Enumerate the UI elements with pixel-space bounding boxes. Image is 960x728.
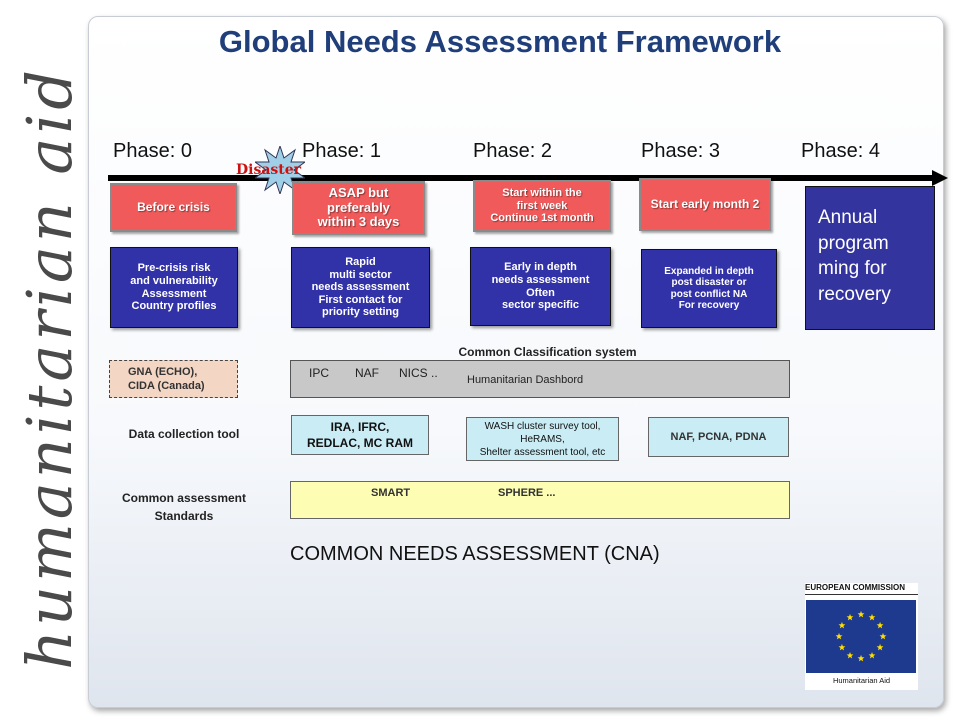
eu-star-icon (876, 621, 884, 629)
phase-2-label: Phase: 2 (473, 140, 552, 162)
timing-text-phase-2: Start within the first week Continue 1st… (490, 187, 594, 225)
phase-3-label: Phase: 3 (641, 140, 720, 162)
timing-box-phase-0: Before crisis (110, 183, 237, 232)
eu-star-icon (846, 613, 854, 621)
data-collection-tool-2: WASH cluster survey tool, HeRAMS, Shelte… (466, 417, 619, 461)
eu-star-icon (857, 610, 865, 618)
eu-star-icon (868, 651, 876, 659)
standards-bar: SMART SPHERE ... (290, 481, 790, 519)
classification-bar: IPC NAF NICS .. Humanitarian Dashbord (290, 360, 790, 398)
eu-flag-icon (806, 600, 916, 673)
eu-star-icon (876, 643, 884, 651)
timing-box-phase-3: Start early month 2 (639, 178, 771, 231)
data-collection-label: Data collection tool (128, 427, 240, 441)
classification-item-ipc: IPC (309, 366, 330, 380)
phase-0-label: Phase: 0 (113, 140, 192, 162)
cna-heading: COMMON NEEDS ASSESSMENT (CNA) (290, 543, 660, 565)
standards-label: Common assessment Standards (121, 491, 247, 523)
standards-item-smart: SMART (371, 487, 411, 499)
assessment-text-phase-0: Pre-crisis risk and vulnerability Assess… (130, 262, 218, 313)
timeline-arrow (108, 175, 940, 181)
phase-1-label: Phase: 1 (302, 140, 381, 162)
data-collection-tool-3: NAF, PCNA, PDNA (648, 417, 789, 457)
classification-item-dashboard: Humanitarian Dashbord (467, 374, 584, 386)
timing-text-phase-3: Start early month 2 (650, 196, 760, 211)
eu-star-icon (838, 643, 846, 651)
assessment-box-phase-3: Expanded in depth post disaster or post … (641, 249, 777, 328)
classification-heading: Common Classification system (458, 345, 637, 359)
annual-programming-box: Annual program ming for recovery (805, 186, 935, 330)
classification-item-naf: NAF (355, 366, 379, 380)
timing-text-phase-0: Before crisis (137, 199, 210, 214)
eu-star-icon (838, 621, 846, 629)
ec-logo: EUROPEAN COMMISSION Humanitarian Aid (805, 583, 918, 690)
assessment-box-phase-1: Rapid multi sector needs assessment Firs… (291, 247, 430, 328)
eu-star-icon (846, 651, 854, 659)
ec-logo-bottom-text: Humanitarian Aid (832, 676, 891, 685)
eu-star-icon (835, 632, 843, 640)
assessment-text-phase-3: Expanded in depth post disaster or post … (664, 265, 754, 312)
phase-4-label: Phase: 4 (801, 140, 880, 162)
assessment-text-phase-1: Rapid multi sector needs assessment Firs… (311, 255, 410, 319)
eu-star-icon (879, 632, 887, 640)
disaster-starburst-icon (255, 146, 305, 194)
eu-star-icon (857, 654, 865, 662)
timing-text-phase-1: ASAP but preferably within 3 days (317, 184, 400, 230)
assessment-box-phase-2: Early in depth needs assessment Often se… (470, 247, 611, 326)
sidebar-watermark: humanitarian aid (13, 66, 86, 670)
data-collection-tool-1: IRA, IFRC, REDLAC, MC RAM (291, 415, 429, 455)
assessment-text-phase-2: Early in depth needs assessment Often se… (491, 261, 590, 312)
disaster-label: Disaster (236, 162, 302, 178)
ec-logo-top-text: EUROPEAN COMMISSION (805, 583, 918, 595)
classification-item-nics: NICS .. (399, 366, 438, 380)
timing-box-phase-1: ASAP but preferably within 3 days (292, 181, 425, 235)
timing-box-phase-2: Start within the first week Continue 1st… (473, 180, 611, 232)
assessment-box-phase-0: Pre-crisis risk and vulnerability Assess… (110, 247, 238, 328)
standards-item-sphere: SPHERE ... (498, 487, 556, 499)
page-title: Global Needs Assessment Framework (218, 24, 782, 59)
timeline-arrowhead (932, 170, 948, 186)
gna-box: GNA (ECHO), CIDA (Canada) (109, 360, 238, 398)
eu-star-icon (868, 613, 876, 621)
